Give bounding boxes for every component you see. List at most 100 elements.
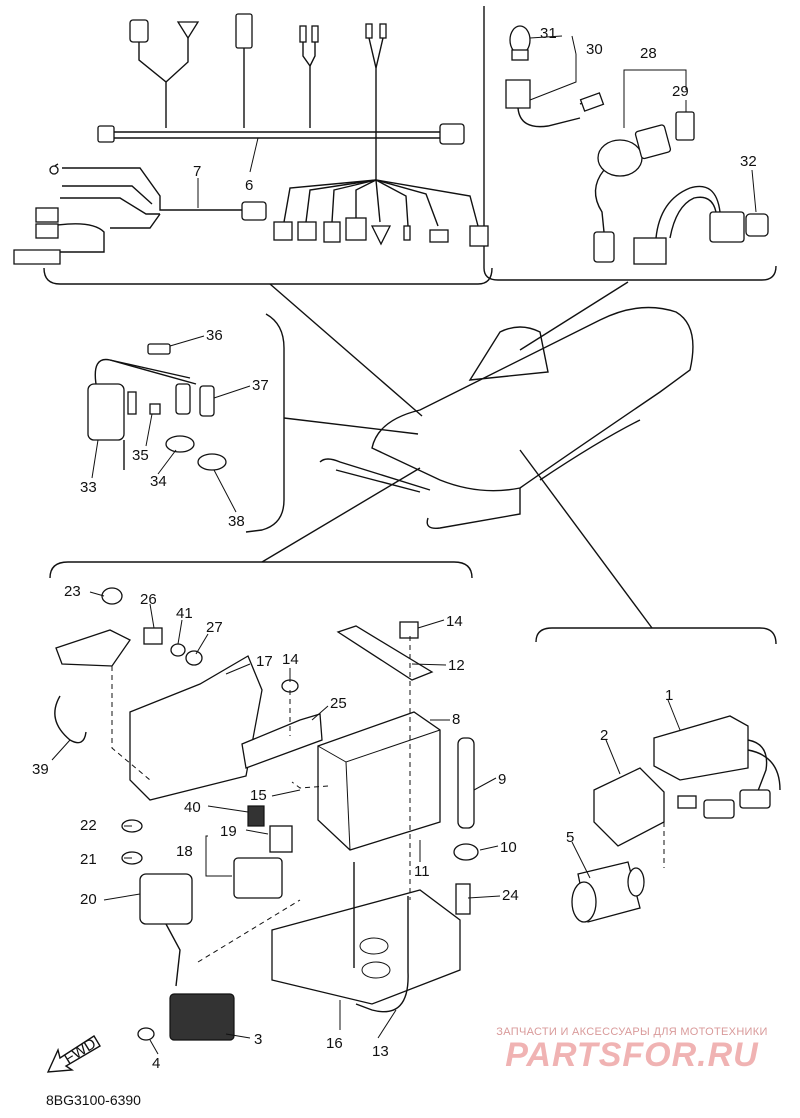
callout-12: 12 xyxy=(448,657,465,674)
panel-frames xyxy=(43,6,777,645)
wire-harness-group xyxy=(13,13,489,265)
callout-13: 13 xyxy=(372,1043,389,1060)
bolt-icon xyxy=(137,1027,155,1041)
watermark-tagline: ЗАПЧАСТИ И АКСЕССУАРЫ ДЛЯ МОТОТЕХНИКИ xyxy=(496,1026,768,1038)
callout-6: 6 xyxy=(245,177,253,194)
callout-34: 34 xyxy=(150,473,167,490)
wire-harness-panel-frame xyxy=(43,267,493,285)
connector-icon xyxy=(439,123,465,145)
connector-icon xyxy=(176,21,200,40)
callout-36: 36 xyxy=(206,327,223,344)
cylinder-end-icon xyxy=(627,867,645,897)
callout-24: 24 xyxy=(502,887,519,904)
pin-icon xyxy=(365,23,373,39)
bracket-icon xyxy=(241,713,323,769)
grommet-icon xyxy=(101,587,123,605)
callout-11: 11 xyxy=(414,863,430,880)
grommet-icon xyxy=(165,435,195,453)
callout-7: 7 xyxy=(193,163,201,180)
cdi-unit-icon xyxy=(653,715,749,781)
snowmobile-outline xyxy=(319,306,694,529)
connector-icon xyxy=(235,13,253,49)
switch-group xyxy=(505,25,769,265)
callout-25: 25 xyxy=(330,695,347,712)
callout-3: 3 xyxy=(254,1031,262,1048)
cap-icon xyxy=(453,843,479,861)
cylinder-end-icon xyxy=(571,881,597,923)
breather-tube-icon xyxy=(457,737,475,829)
connector-icon xyxy=(429,229,449,243)
callout-14-b: 14 xyxy=(282,651,299,668)
leader-lines xyxy=(261,281,653,629)
fwd-label: FWD xyxy=(61,1035,99,1068)
callout-37: 37 xyxy=(252,377,269,394)
connector-icon xyxy=(469,225,489,247)
callout-32: 32 xyxy=(740,153,757,170)
connector-icon xyxy=(241,201,267,221)
nut-icon xyxy=(185,650,203,666)
callout-29: 29 xyxy=(672,83,689,100)
callout-10: 10 xyxy=(500,839,517,856)
connector-icon xyxy=(593,231,615,263)
connector-icon xyxy=(97,125,115,143)
switch-knob-icon xyxy=(745,213,769,237)
callout-9: 9 xyxy=(498,771,506,788)
callout-14-a: 14 xyxy=(446,613,463,630)
nut-icon xyxy=(399,621,419,639)
callout-20: 20 xyxy=(80,891,97,908)
clamp-icon xyxy=(147,343,171,355)
fwd-arrow: FWD xyxy=(46,1035,101,1073)
connector-icon xyxy=(13,249,61,265)
callout-15: 15 xyxy=(250,787,267,804)
callout-16: 16 xyxy=(326,1035,343,1052)
watermark-logo: PARTSFOR.RU xyxy=(505,1036,759,1074)
connector-icon xyxy=(633,237,667,265)
pin-icon xyxy=(403,225,411,241)
starter-relay-icon xyxy=(139,873,193,925)
callout-40: 40 xyxy=(184,799,201,816)
callout-39: 39 xyxy=(32,761,49,778)
callout-2: 2 xyxy=(600,727,608,744)
callout-35: 35 xyxy=(132,447,149,464)
main-switch-icon xyxy=(597,139,643,177)
battery-icon xyxy=(317,711,441,851)
fuse-holder-icon xyxy=(269,825,293,853)
strap-icon xyxy=(336,625,434,681)
relay-icon xyxy=(233,857,283,899)
fuse-icon xyxy=(247,805,265,827)
connector-icon xyxy=(297,221,317,241)
bulb-base-icon xyxy=(511,49,529,61)
ignition-panel-frame xyxy=(245,313,285,533)
cdi-group xyxy=(571,715,781,923)
connector-icon xyxy=(370,225,392,246)
callout-8: 8 xyxy=(452,711,460,728)
terminal-icon xyxy=(49,165,59,175)
switch-body-icon xyxy=(709,211,745,243)
callout-17: 17 xyxy=(256,653,273,670)
key-plate-icon xyxy=(634,124,672,160)
bolt-icon xyxy=(455,883,471,915)
connector-icon xyxy=(35,223,59,239)
callout-4: 4 xyxy=(152,1055,160,1072)
connector-icon xyxy=(345,217,367,241)
plug-cap-icon xyxy=(175,383,191,415)
cover-icon xyxy=(129,655,263,801)
connector-icon xyxy=(129,19,149,43)
callout-5: 5 xyxy=(566,829,574,846)
pin-icon xyxy=(299,25,307,43)
cdi-panel-frame xyxy=(535,627,777,645)
part-code: 8BG3100-6390 xyxy=(46,1092,141,1108)
electrical-box-panel-frame xyxy=(49,561,473,579)
cover-icon xyxy=(593,767,665,847)
callout-30: 30 xyxy=(586,41,603,58)
callout-21: 21 xyxy=(80,851,97,868)
connector-icon xyxy=(323,221,341,243)
callout-23: 23 xyxy=(64,583,81,600)
washer-icon xyxy=(170,643,186,657)
electrical-box-group xyxy=(54,587,479,1041)
grommet-icon xyxy=(197,453,227,471)
plug-cap-icon xyxy=(127,391,137,415)
callout-27: 27 xyxy=(206,619,223,636)
